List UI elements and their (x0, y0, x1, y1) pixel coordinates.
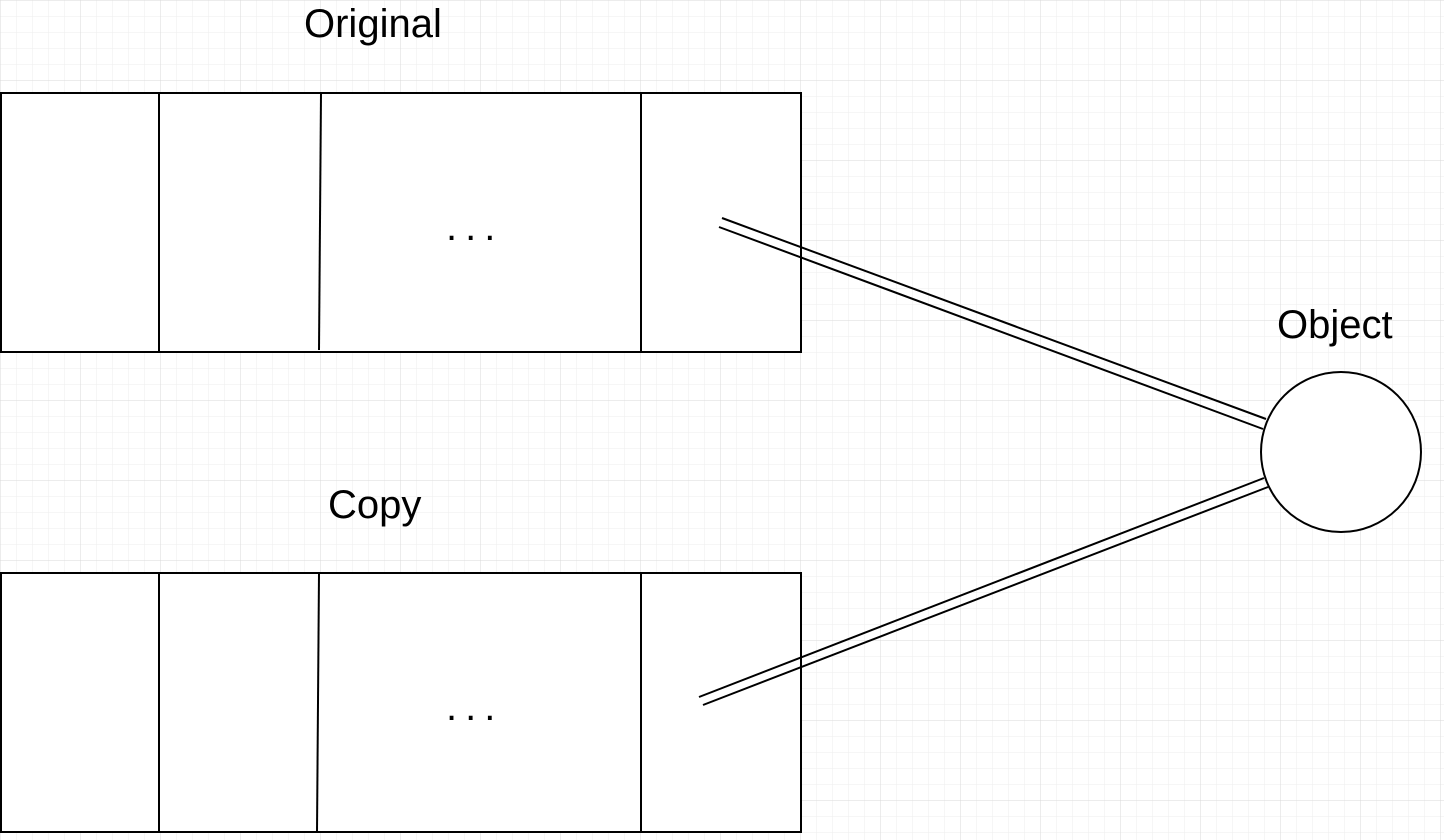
object-label: Object (1277, 303, 1393, 347)
copy-label: Copy (328, 483, 421, 527)
original-array-box (0, 92, 802, 353)
object-circle (1260, 371, 1422, 533)
original-array: ... (0, 92, 802, 353)
copy-array-box (0, 572, 802, 833)
original-pointer (718, 217, 1267, 430)
copy-pointer-line-b (702, 486, 1269, 706)
copy-cell-divider-2 (316, 572, 320, 833)
original-cell-divider-2 (318, 92, 322, 351)
copy-pointer (698, 477, 1269, 706)
original-ellipsis: ... (446, 205, 503, 249)
original-pointer-line-b (718, 226, 1264, 430)
copy-ellipsis: ... (446, 685, 503, 729)
copy-pointer-line-a (698, 477, 1265, 698)
copy-array: ... (0, 572, 802, 833)
original-pointer-line-a (721, 217, 1267, 420)
original-label: Original (304, 2, 442, 46)
